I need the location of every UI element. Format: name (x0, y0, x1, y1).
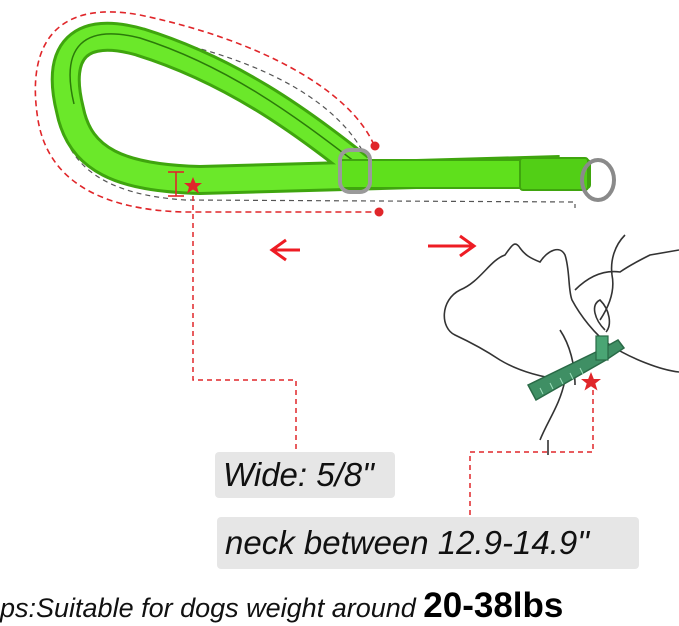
weight-note-prefix: ps:Suitable for dogs weight around (0, 593, 424, 623)
d-ring (580, 158, 616, 202)
dog-illustration (443, 234, 679, 455)
star-icon (581, 372, 601, 391)
dog-collar (526, 335, 626, 402)
measure-end-dot (374, 207, 384, 217)
star-icon (184, 177, 202, 194)
outer-measure-line (34, 11, 378, 213)
weight-note: ps:Suitable for dogs weight around 20-38… (0, 586, 679, 625)
width-marker (168, 171, 184, 197)
measure-end-dot (370, 141, 380, 151)
right-arrow-icon (428, 234, 477, 258)
neck-size-label: neck between 12.9-14.9" (217, 517, 639, 569)
wide-connector (192, 196, 297, 452)
neck-connector (469, 390, 594, 520)
width-label-text: Wide: 5/8" (223, 456, 374, 493)
weight-range: 20-38lbs (423, 586, 564, 625)
width-label: Wide: 5/8" (215, 452, 395, 498)
left-arrow-icon (269, 238, 300, 262)
collar (50, 21, 616, 202)
slide-ring (338, 148, 372, 194)
neck-size-label-text: neck between 12.9-14.9" (225, 524, 589, 561)
